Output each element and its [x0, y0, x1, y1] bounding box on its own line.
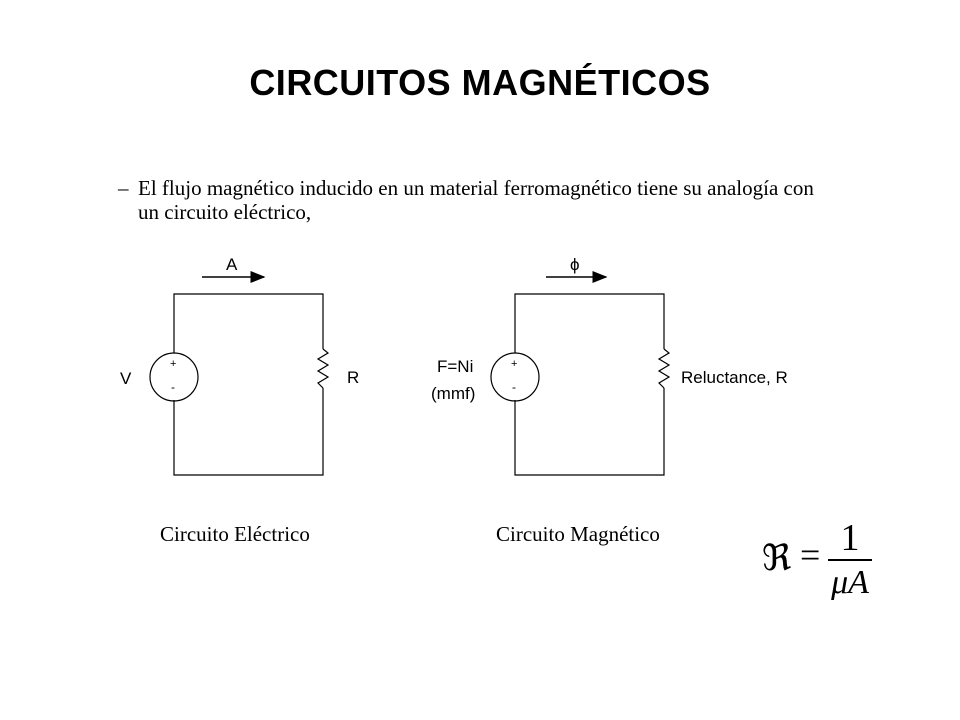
electric-resistor-label: R: [347, 368, 359, 387]
magnetic-source-plus: +: [511, 358, 517, 370]
magnetic-wire-top: [514, 293, 665, 353]
magnetic-wire-bottom: [514, 388, 665, 476]
magnetic-source-minus: -: [512, 380, 516, 394]
magnetic-reluctance-label: Reluctance, R: [681, 368, 788, 387]
bullet-dash: –: [118, 176, 129, 200]
magnetic-circuit: ϕ + - F=Ni (mmf) Reluctance, R: [431, 255, 788, 476]
electric-circuit: A + - V R: [120, 255, 359, 476]
magnetic-source-label-line2: (mmf): [431, 384, 475, 403]
bullet-point: – El flujo magnético inducido en un mate…: [118, 176, 818, 224]
electric-wire-top: [173, 293, 324, 353]
magnetic-circuit-caption: Circuito Magnético: [496, 522, 660, 546]
formula-numerator: 1: [840, 517, 860, 559]
electric-circuit-caption: Circuito Eléctrico: [160, 522, 310, 546]
magnetic-flux-label: ϕ: [570, 255, 580, 274]
electric-source-minus: -: [171, 380, 175, 394]
bullet-text: El flujo magnético inducido en un materi…: [138, 176, 814, 224]
formula-fraction: 1 μA: [828, 517, 872, 602]
formula-equals: =: [800, 535, 821, 575]
electric-wire-bottom: [173, 388, 324, 476]
electric-current-label: A: [226, 255, 238, 274]
magnetic-mmf-source: [490, 352, 540, 402]
electric-source-plus: +: [170, 358, 176, 370]
magnetic-reluctance: [657, 348, 671, 389]
slide-title: CIRCUITOS MAGNÉTICOS: [249, 62, 711, 103]
fraction-bar: [828, 559, 872, 561]
reluctance-symbol: ℜ: [762, 538, 792, 579]
magnetic-source-label-line1: F=Ni: [437, 357, 473, 376]
electric-voltage-source: [149, 352, 199, 402]
formula-denominator: μA: [831, 564, 869, 601]
electric-resistor: [316, 348, 330, 389]
electric-source-label: V: [120, 369, 132, 388]
